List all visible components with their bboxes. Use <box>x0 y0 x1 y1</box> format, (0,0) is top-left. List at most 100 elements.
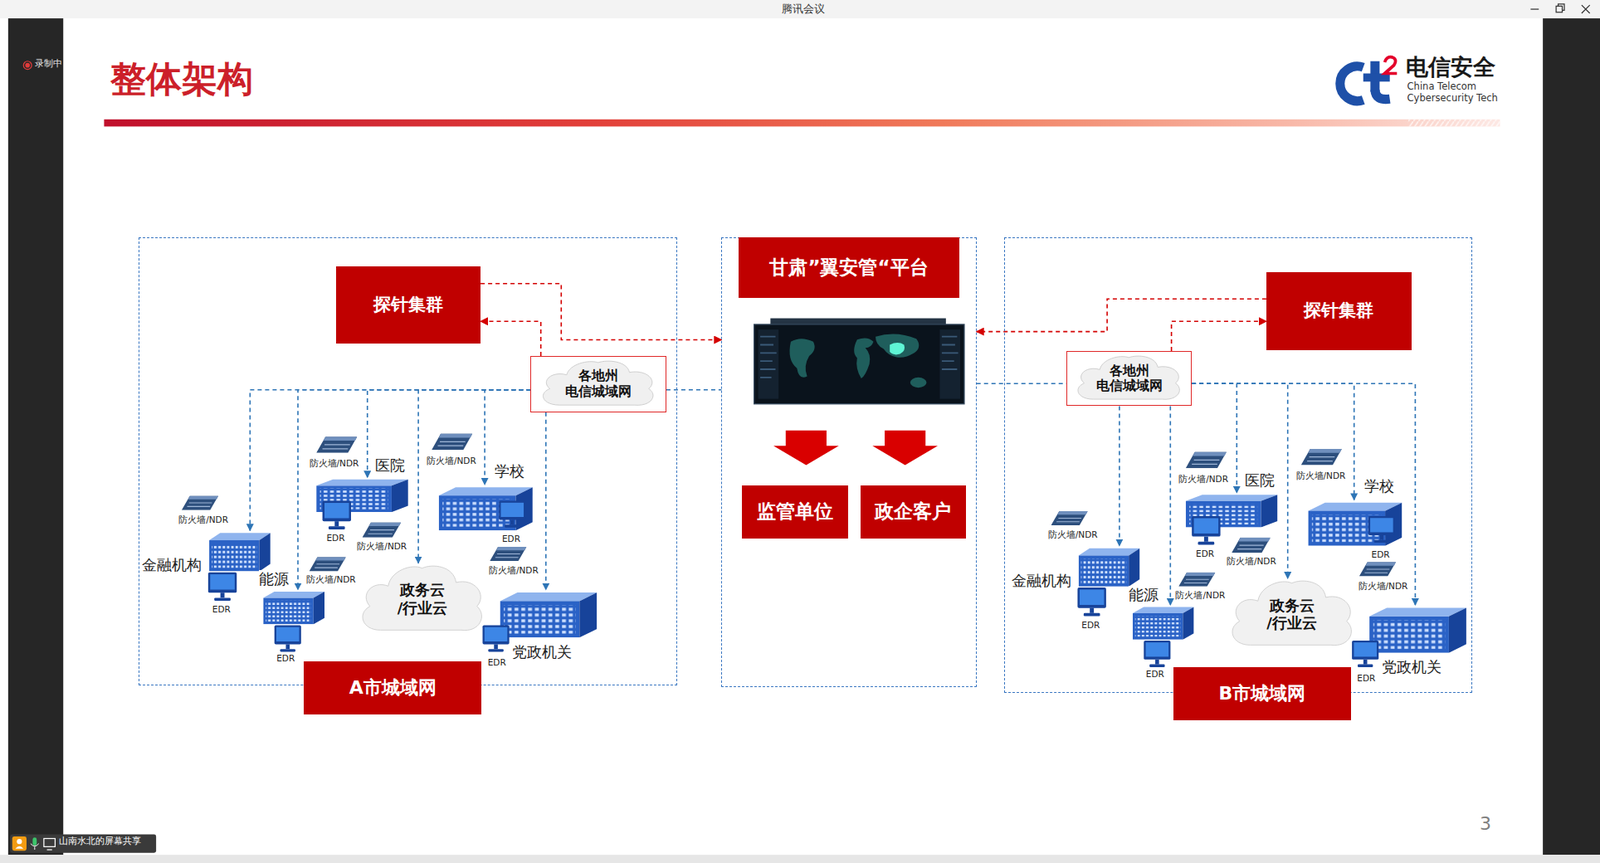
region-label: B市城域网 <box>1219 682 1307 705</box>
node-text: 监管单位 <box>756 500 834 524</box>
monitor-icon <box>208 572 237 601</box>
title-underline-bar <box>103 119 1500 127</box>
illustration-part <box>1530 8 1539 10</box>
text-label: EDR <box>1146 669 1165 680</box>
monitor-icon <box>274 624 302 652</box>
region-label-box: B市城域网 <box>1173 667 1352 721</box>
text-label: EDR <box>1356 673 1376 684</box>
firewall-icon <box>181 495 219 510</box>
illustration-part <box>889 342 905 355</box>
cloud-outline <box>1232 580 1352 645</box>
text-label: 腾讯会议 <box>781 3 825 15</box>
text-label: 录制中 <box>34 58 63 69</box>
firewall-icon <box>489 546 527 561</box>
building-label: 学校 <box>1364 477 1395 496</box>
illustration-part <box>1581 4 1591 14</box>
illustration-part <box>1340 66 1364 102</box>
cloud-node: 政务云 /行业云 <box>1226 578 1357 650</box>
text-label: China Telecom <box>1407 81 1477 93</box>
text-label: 防火墙/NDR <box>1175 590 1225 601</box>
text-label: EDR <box>1371 550 1391 561</box>
building-icon <box>439 487 533 531</box>
building-label: 能源 <box>1128 585 1159 605</box>
down-arrow <box>773 430 840 466</box>
illustration-part <box>853 337 874 379</box>
text-label: EDR <box>212 604 231 615</box>
connector <box>418 390 531 564</box>
text-label: 防火墙/NDR <box>488 565 539 576</box>
connector <box>480 321 542 357</box>
illustration-part <box>875 334 919 358</box>
building-node: 能源 <box>1132 604 1195 640</box>
connector <box>484 390 531 485</box>
site-icons-copy <box>1050 448 1466 668</box>
node-text: 探针集群 <box>1303 300 1374 322</box>
text-label: 防火墙/NDR <box>178 515 229 526</box>
connector <box>976 382 1067 385</box>
monitor-icon <box>498 501 526 528</box>
building-icon <box>263 591 325 625</box>
monitor-icon <box>322 501 352 530</box>
title-bar <box>0 0 1600 19</box>
building-label: 党政机关 <box>512 643 572 662</box>
illustration-part <box>1375 89 1391 99</box>
region-frame: 甘肃”翼安管“平台监管单位政企客户 <box>721 237 976 687</box>
cloud-outline <box>1078 356 1180 400</box>
illustration-part <box>1558 4 1565 10</box>
illustration-part <box>14 846 24 849</box>
building-icon <box>209 532 271 571</box>
title-bar-stripes <box>1408 119 1501 127</box>
illustration-part <box>1385 57 1398 74</box>
text-label: Cybersecurity Tech <box>1407 92 1498 104</box>
network-cloud-box: 各地州 电信城域网 <box>530 356 667 413</box>
building-node: 金融机构 <box>209 530 271 571</box>
building-node: 医院 <box>1185 492 1279 528</box>
share-overlay <box>9 834 157 854</box>
building-node: 能源 <box>263 590 325 625</box>
node-text: 各地州 电信城域网 <box>565 368 633 400</box>
building-label: 党政机关 <box>1381 658 1442 677</box>
illustration-part <box>758 329 780 400</box>
text-label: 防火墙/NDR <box>1048 530 1098 541</box>
text-label: 防火墙/NDR <box>1358 581 1409 592</box>
building-node: 金融机构 <box>1078 546 1141 587</box>
slide-title: 整体架构 <box>110 58 254 100</box>
left-panel <box>8 18 64 855</box>
illustration-part <box>939 329 961 400</box>
building-label: 金融机构 <box>1011 571 1072 591</box>
connector <box>1170 405 1172 605</box>
text-label: 防火墙/NDR <box>1296 471 1347 482</box>
cloud-outline <box>362 565 482 630</box>
record-dot <box>23 61 32 70</box>
window-controls <box>1530 4 1590 14</box>
building-node: 党政机关 <box>1369 604 1467 654</box>
text-label: EDR <box>276 653 295 664</box>
firewall-icon <box>362 521 402 537</box>
text-label: 防火墙/NDR <box>309 458 360 469</box>
bottom-bar <box>0 854 1600 863</box>
node-text: 政务云 /行业云 <box>1265 596 1318 633</box>
text-label: EDR <box>1195 549 1215 560</box>
connector <box>480 283 722 341</box>
red-box: 探针集群 <box>336 266 482 344</box>
site-icons <box>181 433 597 652</box>
monitor-icon <box>482 624 510 652</box>
down-arrow <box>872 430 938 466</box>
building-label: 医院 <box>375 456 405 475</box>
text-label: 防火墙/NDR <box>426 456 477 467</box>
text-label: 山南水北的屏幕共享 <box>58 836 142 847</box>
platform-screen <box>754 318 965 405</box>
text-label: EDR <box>487 658 507 669</box>
text-label: EDR <box>1081 620 1100 631</box>
text-label: 防火墙/NDR <box>1226 556 1277 567</box>
firewall-icon <box>431 433 473 450</box>
building-node: 学校 <box>1307 499 1402 546</box>
cloud-outline <box>543 361 654 406</box>
text-label: EDR <box>326 533 345 544</box>
firewall-icon <box>309 556 347 571</box>
text-label: EDR <box>502 534 521 545</box>
illustration-part <box>32 837 37 846</box>
